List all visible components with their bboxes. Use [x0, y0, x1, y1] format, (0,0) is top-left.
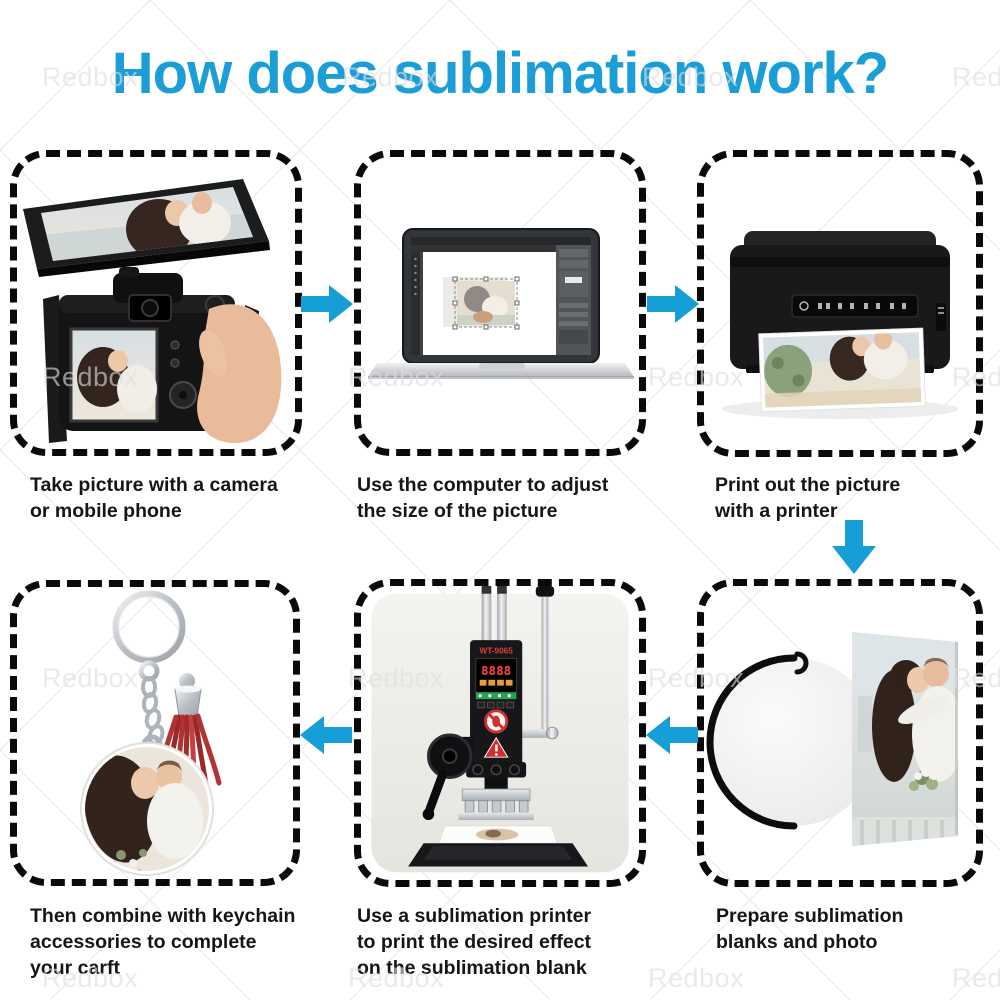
page-title: How does sublimation work? — [111, 41, 889, 106]
caution-triangle-icon — [483, 736, 509, 758]
step-2-caption: Use the computer to adjust the size of t… — [357, 472, 608, 524]
step-2-panel — [354, 150, 646, 456]
caption-line: on the sublimation blank — [357, 957, 587, 979]
caption-line: accessories to complete — [30, 931, 257, 953]
step-6-panel — [10, 580, 300, 886]
step-1-caption: Take picture with a camera or mobile pho… — [30, 472, 278, 524]
caption-line: with a printer — [715, 500, 838, 522]
hand-icon — [197, 304, 282, 444]
caption-line: to print the desired effect — [357, 931, 592, 953]
step-4-panel — [697, 579, 983, 887]
caption-line: blanks and photo — [716, 931, 878, 953]
machine-display-digits: 8888 — [481, 663, 511, 678]
step-1-panel — [10, 150, 302, 456]
step-6-caption: Then combine with keychain accessories t… — [30, 903, 295, 981]
caption-line: Then combine with keychain — [30, 905, 296, 927]
dslr-camera-with-photo-icon — [43, 267, 282, 444]
printed-photo-icon — [758, 327, 926, 413]
arrow-right-step1-step2-icon — [301, 285, 353, 323]
heat-press-illustration: WT-9065 8888 — [371, 586, 629, 873]
no-hand-warning-icon — [484, 709, 509, 734]
arrow-down-step3-step4-icon — [832, 520, 876, 574]
caption-line: your carft — [30, 957, 120, 979]
press-handle — [425, 769, 448, 815]
sublimation-blanks-illustration — [706, 632, 958, 846]
caption-line: Use the computer to adjust — [357, 474, 609, 496]
laptop-illustration — [368, 228, 634, 379]
machine-model-label: WT-9065 — [479, 647, 513, 656]
step-3-caption: Print out the picture with a printer — [715, 472, 900, 524]
arrow-left-step4-step5-icon — [646, 716, 698, 754]
caption-line: Prepare sublimation — [716, 905, 904, 927]
arrow-left-step5-step6-icon — [300, 716, 352, 754]
caption-line: Print out the picture — [715, 474, 901, 496]
arrow-right-step2-step3-icon — [647, 285, 699, 323]
keyring-icon — [112, 590, 186, 682]
caption-line: or mobile phone — [30, 500, 182, 522]
heat-press-machine-icon: WT-9065 8888 — [408, 586, 589, 867]
laptop-photo-editor-icon — [368, 228, 634, 379]
step-4-caption: Prepare sublimation blanks and photo — [716, 903, 903, 955]
photo-panel-icon — [852, 632, 958, 846]
laptop-base — [368, 363, 634, 377]
printer-illustration — [722, 231, 958, 419]
step-5-panel: WT-9065 8888 — [354, 579, 646, 887]
keychain-illustration — [80, 590, 222, 876]
step-3-panel — [697, 150, 983, 457]
caption-line: Take picture with a camera — [30, 474, 278, 496]
camera-phone-illustration — [23, 179, 282, 444]
caption-line: Use a sublimation printer — [357, 905, 592, 927]
smartphone-with-photo-icon — [23, 179, 270, 277]
round-blank-icon — [706, 651, 878, 830]
photo-pendant-icon — [80, 734, 214, 876]
machine-display: 8888 — [475, 658, 517, 709]
caption-line: the size of the picture — [357, 500, 558, 522]
step-5-caption: Use a sublimation printer to print the d… — [357, 903, 591, 981]
bouquet-icon — [909, 767, 938, 791]
